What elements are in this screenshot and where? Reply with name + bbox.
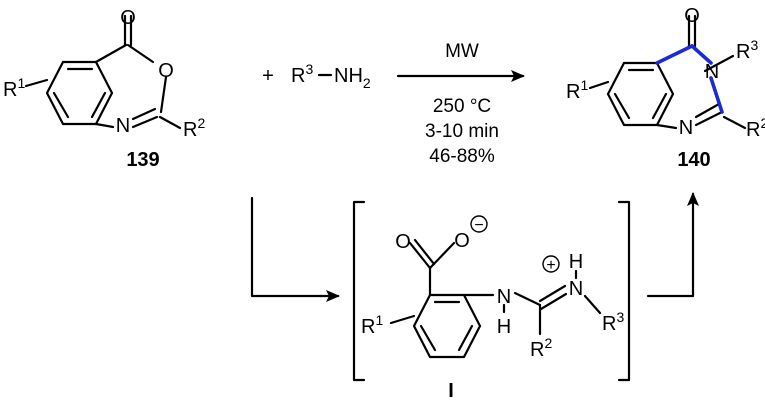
arrow-to-product [646,192,699,298]
compound-number-140: 140 [677,149,710,171]
product-140: O N N R3 R1 R2 140 [566,5,765,171]
product-bonds [606,14,747,130]
product-r1-label: R1 [566,77,588,103]
r2-substituent-label: R2 [183,115,205,141]
anion-charge-circle [470,215,488,233]
r1-substituent-label: R1 [3,75,25,101]
intermediate-number: I [448,380,454,402]
intermediate-r1-label: R1 [361,312,383,338]
plus-sign: + [262,65,274,87]
cation-charge-circle [542,255,560,273]
cation-charge-sign: + [546,257,555,274]
intermediate-carbonyl-oxygen: O [395,231,411,253]
arrow-to-intermediate [250,196,340,302]
new-bonds [655,44,724,114]
intermediate-h-left: H [497,316,511,338]
intermediate-h-right: H [569,251,583,273]
intermediate-brackets [352,200,631,382]
reactant-bonds [45,14,182,130]
amine-r3-label: R3 [291,61,313,87]
product-r2-label: R2 [746,115,765,141]
intermediate-n-right: N [569,278,583,300]
anion-charge-sign: − [474,217,483,234]
condition-temperature: 250 °C [433,96,491,117]
condition-method: MW [445,41,479,62]
amine-reagent: R3 NH2 [291,61,371,91]
condition-time: 3-10 min [425,121,499,142]
intermediate-bonds [408,238,602,359]
intermediate-r2-label: R2 [530,335,552,361]
intermediate-n-left: N [497,286,511,308]
ring-nitrogen-label: N [116,115,130,137]
intermediate-anion-oxygen: O [454,230,470,252]
carbonyl-oxygen-label: O [120,7,136,29]
reactant-139: O O N R1 R2 139 [3,7,205,171]
amine-nh2-label: NH2 [334,65,371,91]
compound-number-139: 139 [126,149,159,171]
condition-yield: 46-88% [429,146,495,167]
product-oxygen-label: O [684,5,700,27]
product-n3-label: N [705,61,719,83]
intermediate-r3-label: R3 [602,309,624,335]
product-r3-label: R3 [736,37,758,63]
intermediate-I: O O − N H + N H R3 R2 R1 I [361,215,624,402]
product-n1-label: N [679,117,693,139]
ring-oxygen-label: O [158,60,174,82]
reaction-conditions: MW 250 °C 3-10 min 46-88% [425,41,499,167]
